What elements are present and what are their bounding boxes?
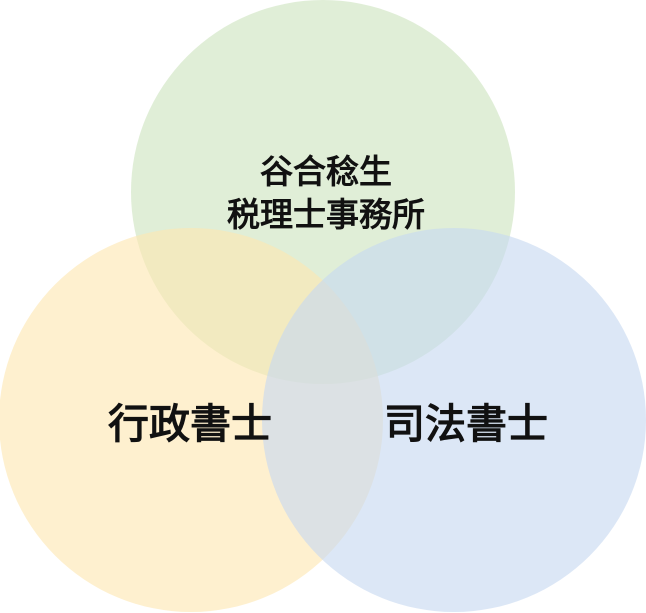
label-right-circle: 司法書士: [384, 400, 548, 448]
label-top-line-1: 谷合稔生: [260, 152, 392, 191]
label-top-line-2: 税理士事務所: [227, 195, 425, 234]
circle-right: [262, 228, 646, 612]
circle-left: [0, 228, 383, 612]
label-left-circle: 行政書士: [108, 400, 272, 448]
label-top-circle: 谷合稔生 税理士事務所: [193, 150, 459, 236]
